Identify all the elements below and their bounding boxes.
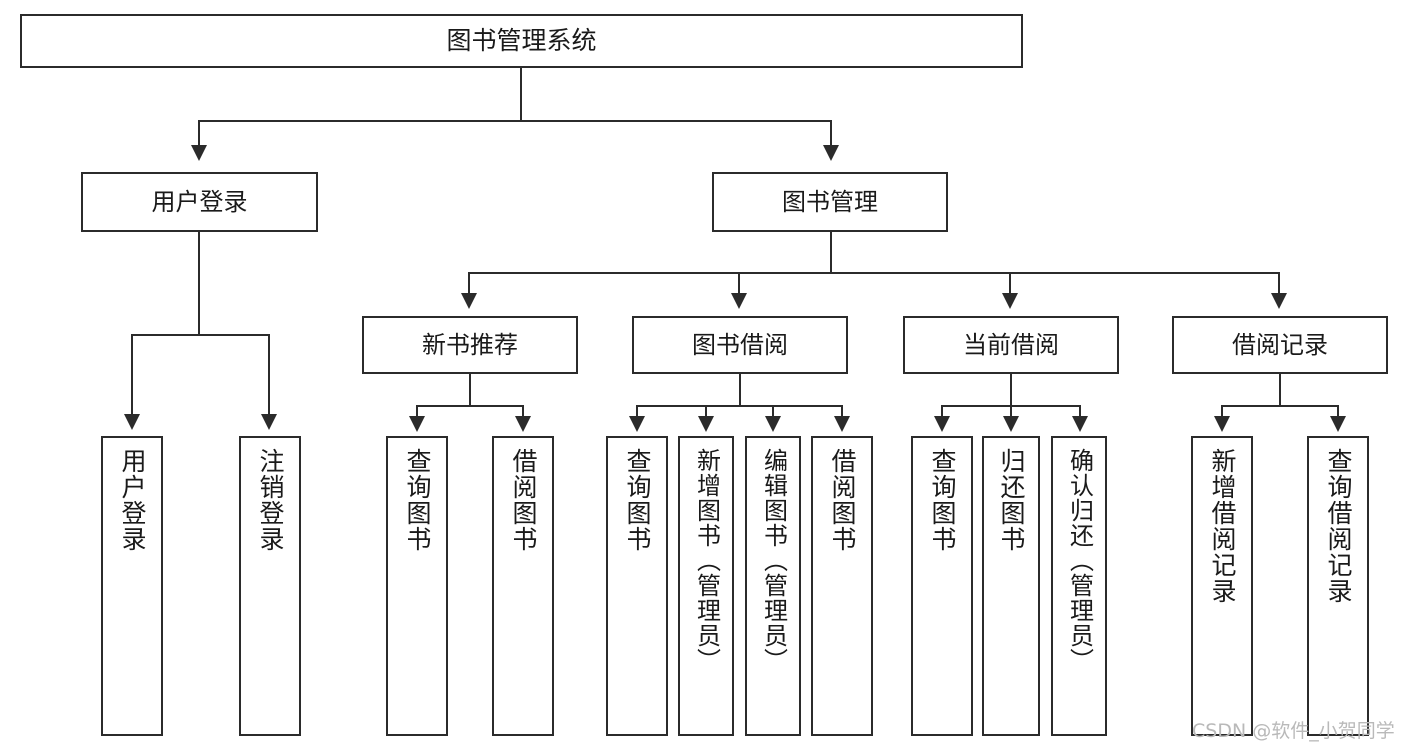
arrowhead-user-login-to-leaf-1: [124, 414, 140, 430]
edge-bm-to-book-borrow: [738, 272, 740, 295]
leaf-current-borrow-query-book[interactable]: 查询图书: [911, 436, 973, 736]
leaf-book-borrow-edit-book-admin[interactable]: 编辑图书（管理员）: [745, 436, 801, 736]
node-label: 图书管理: [782, 187, 878, 216]
arrowhead-br-to-leaf-1: [1214, 416, 1230, 432]
leaf-new-book-borrow-book[interactable]: 借阅图书: [492, 436, 554, 736]
node-book-management[interactable]: 图书管理: [712, 172, 948, 232]
node-label: 新增借阅记录: [1208, 448, 1237, 604]
node-new-book-recommend[interactable]: 新书推荐: [362, 316, 578, 374]
edge-user-login-bus: [131, 334, 269, 336]
edge-book-management-stem: [830, 232, 832, 273]
arrowhead-bb-to-leaf-2: [698, 416, 714, 432]
edge-root-to-book-management: [830, 120, 832, 147]
arrowhead-bm-to-book-borrow: [731, 293, 747, 309]
edge-borrow-record-stem: [1279, 374, 1281, 406]
leaf-borrow-record-add-record[interactable]: 新增借阅记录: [1191, 436, 1253, 736]
node-label: 借阅记录: [1232, 330, 1328, 359]
node-label: 查询借阅记录: [1324, 448, 1353, 604]
arrowhead-bm-to-current-borrow: [1002, 293, 1018, 309]
node-label: 用户登录: [151, 187, 248, 216]
node-user-login[interactable]: 用户登录: [81, 172, 318, 232]
arrowhead-nb-to-leaf-2: [515, 416, 531, 432]
edge-root-bus: [198, 120, 832, 122]
edge-new-book-stem: [469, 374, 471, 406]
arrowhead-bb-to-leaf-3: [765, 416, 781, 432]
edge-user-login-stem: [198, 232, 200, 335]
leaf-current-borrow-return-book[interactable]: 归还图书: [982, 436, 1040, 736]
arrowhead-bb-to-leaf-4: [834, 416, 850, 432]
node-label: 借阅图书: [828, 448, 857, 552]
edge-bb-to-leaf-3: [772, 405, 774, 418]
leaf-book-borrow-add-book-admin[interactable]: 新增图书（管理员）: [678, 436, 734, 736]
arrowhead-nb-to-leaf-1: [409, 416, 425, 432]
node-label: 借阅图书: [509, 448, 538, 552]
node-label: 注销登录: [256, 448, 285, 552]
edge-current-borrow-stem: [1010, 374, 1012, 406]
edge-bb-to-leaf-4: [841, 405, 843, 418]
edge-br-to-leaf-1: [1221, 405, 1223, 418]
node-borrow-record[interactable]: 借阅记录: [1172, 316, 1388, 374]
node-label: 查询图书: [403, 448, 432, 552]
node-label: 用户登录: [118, 448, 147, 552]
arrowhead-root-to-book-management: [823, 145, 839, 161]
watermark-csdn: CSDN @软件_小贺同学: [1192, 720, 1395, 742]
arrowhead-bm-to-new-book: [461, 293, 477, 309]
node-label: 图书管理系统: [446, 26, 597, 55]
node-label: 新书推荐: [422, 330, 518, 359]
edge-user-login-to-leaf-2: [268, 334, 270, 416]
leaf-new-book-query-book[interactable]: 查询图书: [386, 436, 448, 736]
leaf-book-borrow-query-book[interactable]: 查询图书: [606, 436, 668, 736]
edge-nb-to-leaf-2: [522, 405, 524, 418]
edge-book-management-bus: [468, 272, 1280, 274]
edge-borrow-record-bus: [1221, 405, 1338, 407]
node-current-borrow[interactable]: 当前借阅: [903, 316, 1119, 374]
leaf-user-login-logout[interactable]: 注销登录: [239, 436, 301, 736]
edge-root-stem: [520, 68, 522, 121]
arrowhead-bb-to-leaf-1: [629, 416, 645, 432]
node-book-borrow[interactable]: 图书借阅: [632, 316, 848, 374]
leaf-current-borrow-confirm-return-admin[interactable]: 确认归还（管理员）: [1051, 436, 1107, 736]
leaf-book-borrow-borrow-book[interactable]: 借阅图书: [811, 436, 873, 736]
node-root-book-management-system[interactable]: 图书管理系统: [20, 14, 1023, 68]
leaf-user-login-login[interactable]: 用户登录: [101, 436, 163, 736]
arrowhead-cb-to-leaf-1: [934, 416, 950, 432]
arrowhead-user-login-to-leaf-2: [261, 414, 277, 430]
node-label: 归还图书: [997, 448, 1026, 552]
node-label: 图书借阅: [692, 330, 788, 359]
edge-bm-to-new-book: [468, 272, 470, 295]
edge-bm-to-borrow-record: [1278, 272, 1280, 295]
arrowhead-root-to-user-login: [191, 145, 207, 161]
node-label: 确认归还（管理员）: [1065, 448, 1094, 673]
arrowhead-bm-to-borrow-record: [1271, 293, 1287, 309]
node-label: 当前借阅: [963, 330, 1059, 359]
edge-nb-to-leaf-1: [416, 405, 418, 418]
node-label: 查询图书: [623, 448, 652, 552]
arrowhead-cb-to-leaf-3: [1072, 416, 1088, 432]
node-label: 编辑图书（管理员）: [759, 448, 788, 673]
edge-cb-to-leaf-3: [1079, 405, 1081, 418]
edge-book-borrow-stem: [739, 374, 741, 406]
leaf-borrow-record-query-record[interactable]: 查询借阅记录: [1307, 436, 1369, 736]
edge-book-borrow-bus: [636, 405, 843, 407]
edge-bb-to-leaf-2: [705, 405, 707, 418]
arrowhead-cb-to-leaf-2: [1003, 416, 1019, 432]
edge-new-book-bus: [416, 405, 524, 407]
edge-root-to-user-login: [198, 120, 200, 147]
edge-user-login-to-leaf-1: [131, 334, 133, 416]
edge-bb-to-leaf-1: [636, 405, 638, 418]
node-label: 新增图书（管理员）: [692, 448, 721, 673]
arrowhead-br-to-leaf-2: [1330, 416, 1346, 432]
edge-br-to-leaf-2: [1337, 405, 1339, 418]
edge-cb-to-leaf-2: [1010, 405, 1012, 418]
edge-bm-to-current-borrow: [1009, 272, 1011, 295]
edge-cb-to-leaf-1: [941, 405, 943, 418]
node-label: 查询图书: [928, 448, 957, 552]
